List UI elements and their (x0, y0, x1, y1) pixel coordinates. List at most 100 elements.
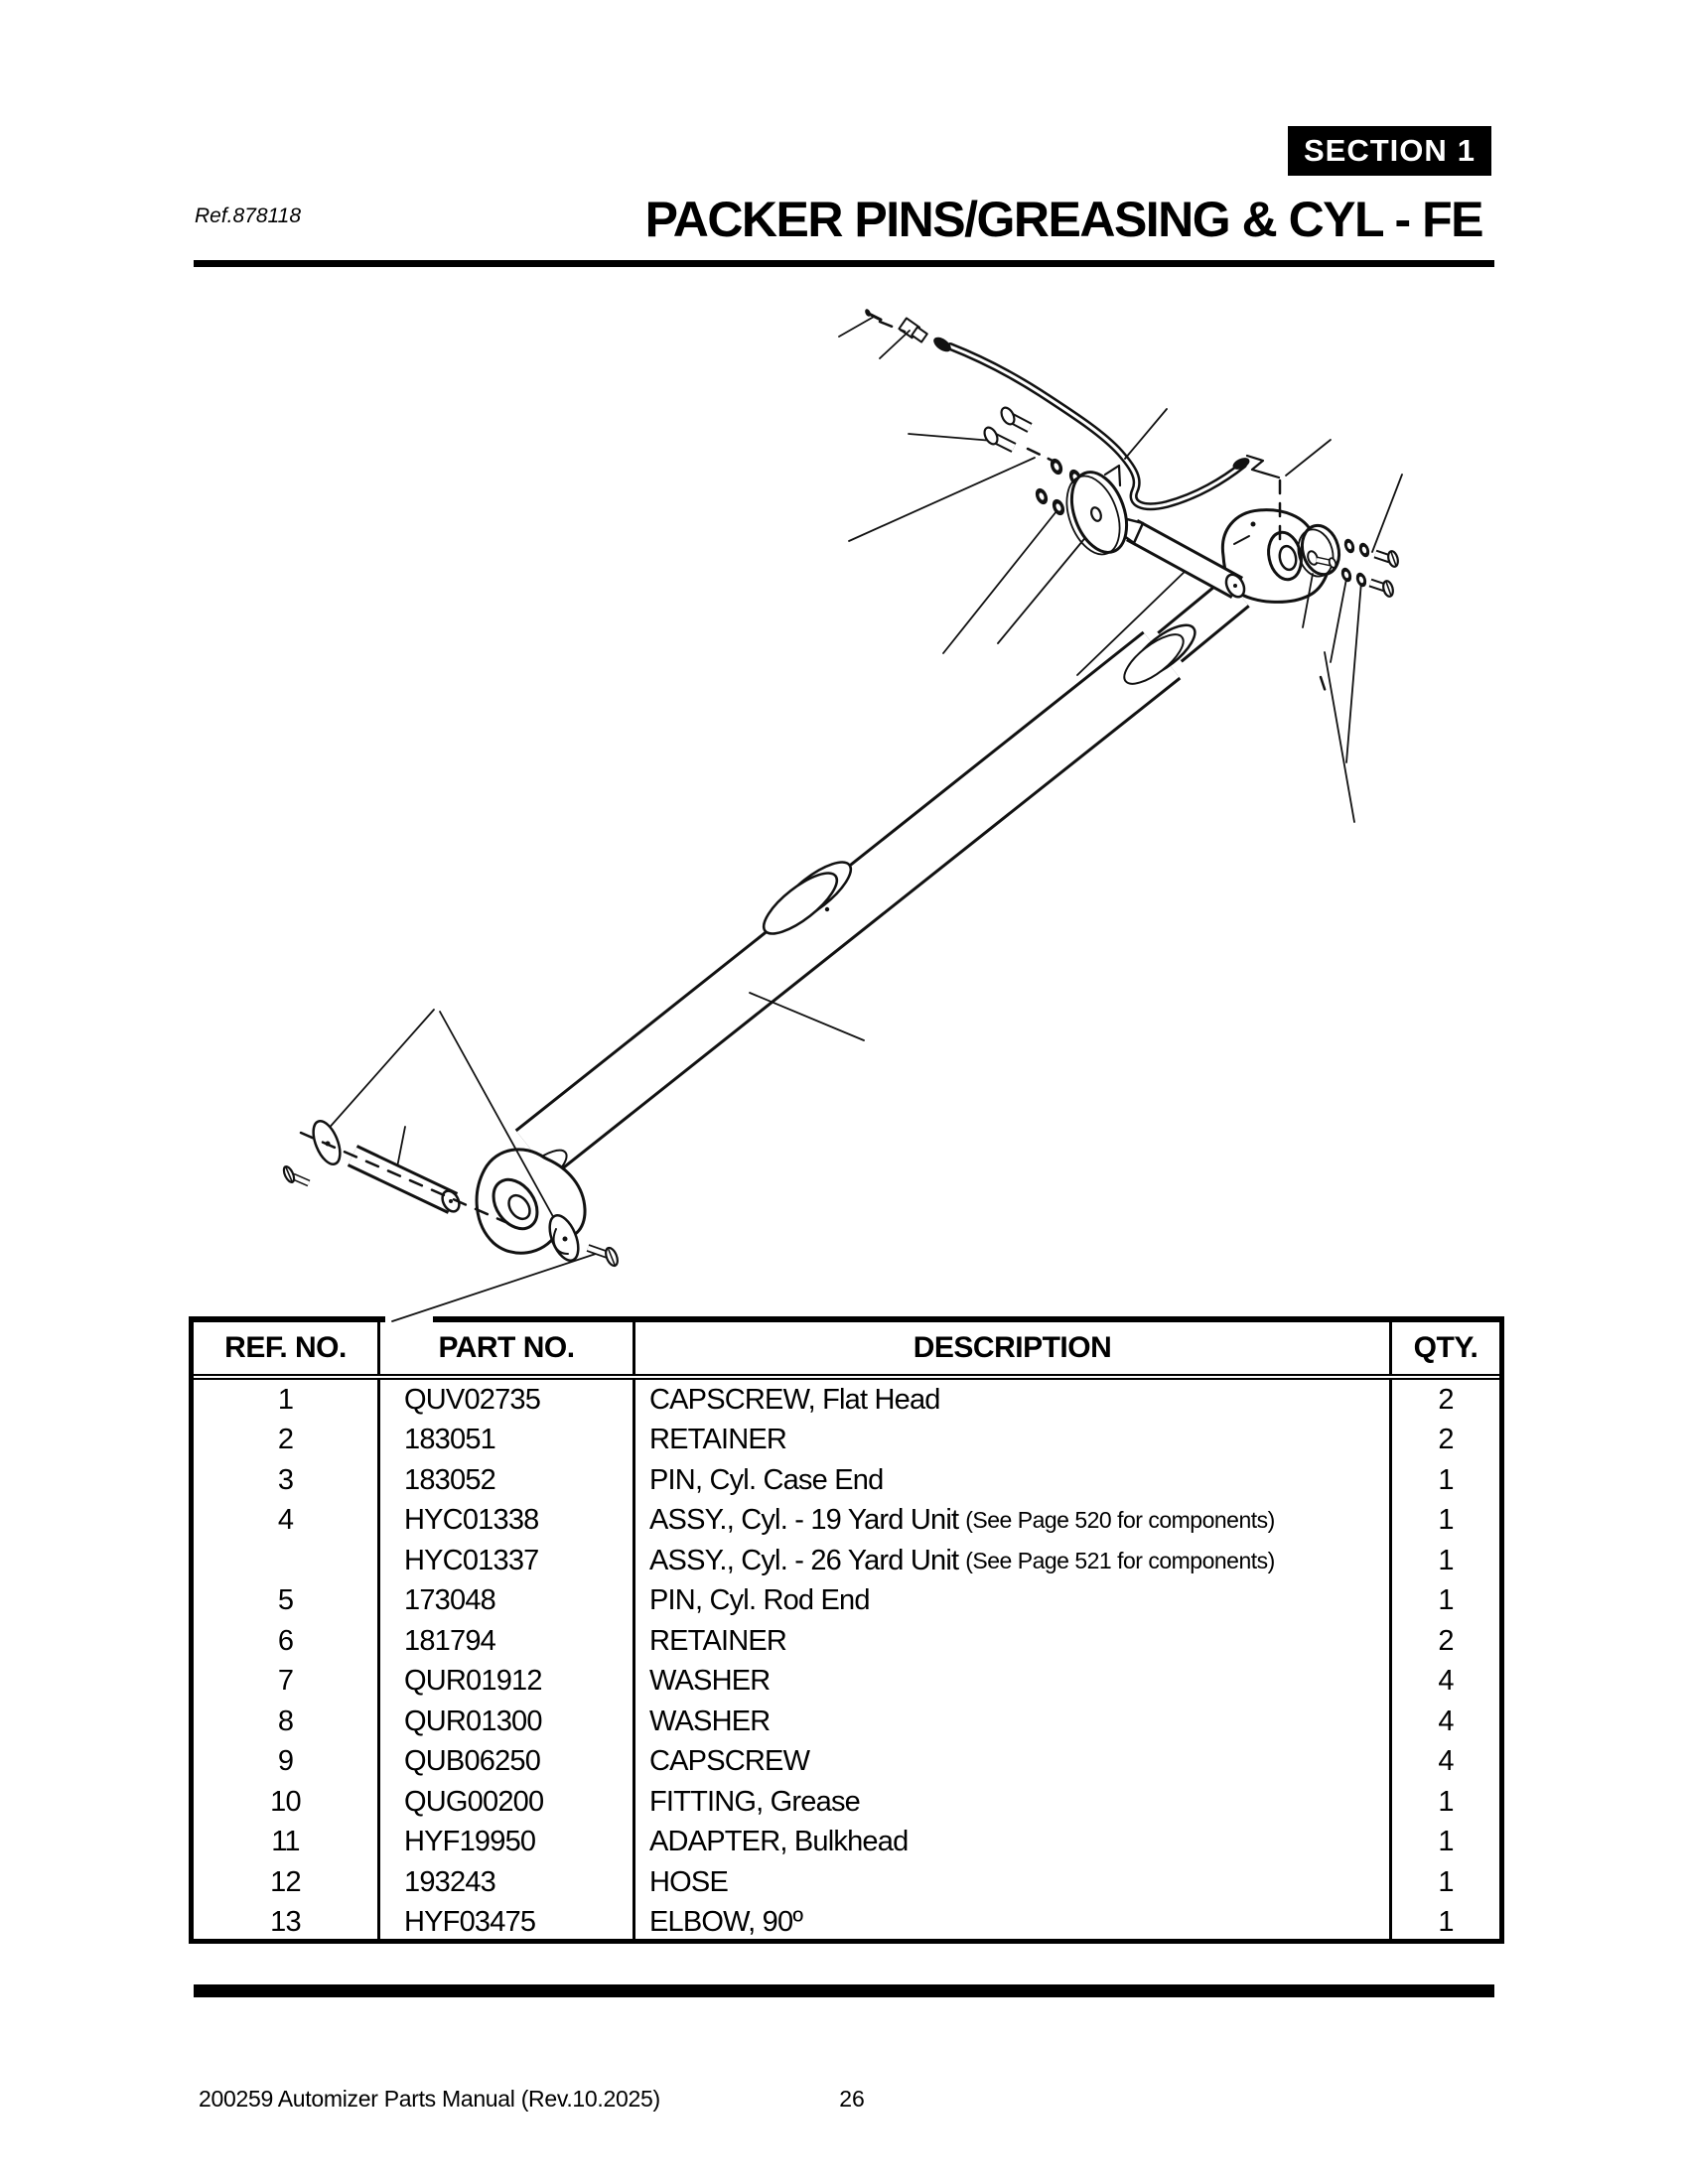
cell-description: CAPSCREW (633, 1741, 1389, 1782)
column-header-part-no: PART NO. (377, 1322, 633, 1374)
cell-description: PIN, Cyl. Case End (633, 1460, 1389, 1501)
table-row: 2 183051 RETAINER 2 (194, 1420, 1499, 1460)
reference-number: Ref.878118 (195, 205, 302, 227)
cell-description-note: (See Page 521 for components) (965, 1547, 1275, 1573)
barrel-gland-ring (1123, 623, 1196, 685)
washers (1035, 458, 1082, 516)
footer-rule (194, 1984, 1494, 1997)
cell-part-no: 183052 (377, 1460, 633, 1501)
barrel-collar-ring (762, 861, 853, 935)
cell-description: RETAINER (633, 1621, 1389, 1662)
case-end-clevis (475, 1148, 587, 1255)
cell-qty: 2 (1389, 1380, 1499, 1421)
cell-ref-no (194, 1541, 377, 1581)
cell-qty: 1 (1389, 1862, 1499, 1903)
cell-description: HOSE (633, 1862, 1389, 1903)
flat-head-capscrew (282, 1165, 311, 1187)
cell-ref-no: 4 (277, 1504, 294, 1537)
cell-part-no: HYF03475 (377, 1902, 633, 1943)
cell-part-no: 173048 (377, 1580, 633, 1621)
capscrew (1373, 549, 1399, 568)
cell-qty: 2 (1389, 1621, 1499, 1662)
cell-description: PIN, Cyl. Rod End (633, 1580, 1389, 1621)
cell-qty: 1 (1389, 1541, 1499, 1581)
cylinder-rod-neck (1157, 576, 1250, 663)
cell-description: WASHER (633, 1702, 1389, 1742)
cell-ref-no: 10 (270, 1785, 301, 1818)
table-row: 7 QUR01912 WASHER 4 (194, 1661, 1499, 1702)
cell-part-no: QUR01300 (377, 1702, 633, 1742)
capscrew (1368, 578, 1394, 598)
cell-ref-no: 12 (270, 1865, 301, 1898)
flat-head-capscrew (586, 1244, 619, 1268)
rod-end-pin (1118, 516, 1246, 599)
cell-part-no: QUG00200 (377, 1782, 633, 1823)
cell-part-no: HYF19950 (377, 1822, 633, 1862)
cell-part-no: HYC01337 (377, 1541, 633, 1581)
cell-ref-no: 5 (277, 1584, 294, 1617)
parts-table-header: REF. NO. PART NO. DESCRIPTION QTY. (194, 1322, 1499, 1380)
cell-qty: 1 (1389, 1782, 1499, 1823)
cell-description: CAPSCREW, Flat Head (633, 1380, 1389, 1421)
cell-description: RETAINER (633, 1420, 1389, 1460)
washers (1340, 538, 1370, 588)
cell-ref-no: 11 (271, 1826, 300, 1858)
table-row: HYC01337 ASSY., Cyl. - 26 Yard Unit(See … (194, 1541, 1499, 1581)
cell-qty: 4 (1389, 1741, 1499, 1782)
cell-description: ASSY., Cyl. - 19 Yard Unit(See Page 520 … (633, 1500, 1389, 1541)
cell-ref-no: 13 (270, 1906, 301, 1939)
title-rule (194, 260, 1494, 267)
footer-page-number: 26 (839, 2086, 865, 2112)
retainer-plate (548, 1214, 580, 1262)
cell-ref-no: 3 (277, 1463, 294, 1496)
cell-qty: 1 (1389, 1460, 1499, 1501)
table-row: 13 HYF03475 ELBOW, 90º 1 (194, 1902, 1499, 1943)
column-header-description: DESCRIPTION (633, 1322, 1389, 1374)
cell-qty: 4 (1389, 1661, 1499, 1702)
cell-qty: 2 (1389, 1420, 1499, 1460)
section-badge: SECTION 1 (1288, 126, 1491, 176)
section-badge-label: SECTION (1304, 133, 1448, 168)
cell-qty: 1 (1389, 1500, 1499, 1541)
retainer-plate (1065, 464, 1129, 556)
cell-part-no: QUV02735 (377, 1380, 633, 1421)
cell-part-no: HYC01338 (377, 1500, 633, 1541)
cell-description: ELBOW, 90º (633, 1902, 1389, 1943)
table-border-gap (385, 1316, 433, 1322)
cell-ref-no: 2 (277, 1424, 294, 1456)
cell-ref-no: 6 (277, 1624, 294, 1657)
table-row: 10 QUG00200 FITTING, Grease 1 (194, 1782, 1499, 1823)
cell-ref-no: 7 (277, 1665, 294, 1698)
cell-qty: 1 (1389, 1580, 1499, 1621)
cell-description: ADAPTER, Bulkhead (633, 1822, 1389, 1862)
cell-qty: 1 (1389, 1822, 1499, 1862)
cell-part-no: 181794 (377, 1621, 633, 1662)
column-header-ref-no: REF. NO. (224, 1331, 347, 1364)
parts-table: REF. NO. PART NO. DESCRIPTION QTY. 1 QUV… (189, 1316, 1504, 1944)
cell-description: FITTING, Grease (633, 1782, 1389, 1823)
table-row: 3 183052 PIN, Cyl. Case End 1 (194, 1460, 1499, 1501)
table-row: 9 QUB06250 CAPSCREW 4 (194, 1741, 1499, 1782)
table-row: 8 QUR01300 WASHER 4 (194, 1702, 1499, 1742)
rod-end-clevis (1220, 508, 1333, 604)
table-row: 12 193243 HOSE 1 (194, 1862, 1499, 1903)
cell-description: WASHER (633, 1661, 1389, 1702)
column-header-qty: QTY. (1389, 1322, 1499, 1374)
cell-qty: 1 (1389, 1902, 1499, 1943)
cell-description-note: (See Page 520 for components) (965, 1507, 1275, 1534)
cell-ref-no: 8 (277, 1705, 294, 1737)
cell-part-no: 193243 (377, 1862, 633, 1903)
capscrew (983, 426, 1017, 453)
grease-fitting (865, 309, 883, 322)
grease-hose (933, 337, 1281, 511)
cell-ref-no: 1 (277, 1383, 294, 1416)
table-row: 4 HYC01338 ASSY., Cyl. - 19 Yard Unit(Se… (194, 1500, 1499, 1541)
cell-ref-no: 9 (277, 1745, 294, 1778)
table-row: 6 181794 RETAINER 2 (194, 1621, 1499, 1662)
table-row: 5 173048 PIN, Cyl. Rod End 1 (194, 1580, 1499, 1621)
page-title: PACKER PINS/GREASING & CYL - FE (644, 192, 1484, 247)
cell-part-no: QUR01912 (377, 1661, 633, 1702)
footer-manual-info: 200259 Automizer Parts Manual (Rev.10.20… (199, 2086, 660, 2112)
break-mark (1245, 454, 1281, 479)
leader-lines (325, 316, 1403, 1322)
